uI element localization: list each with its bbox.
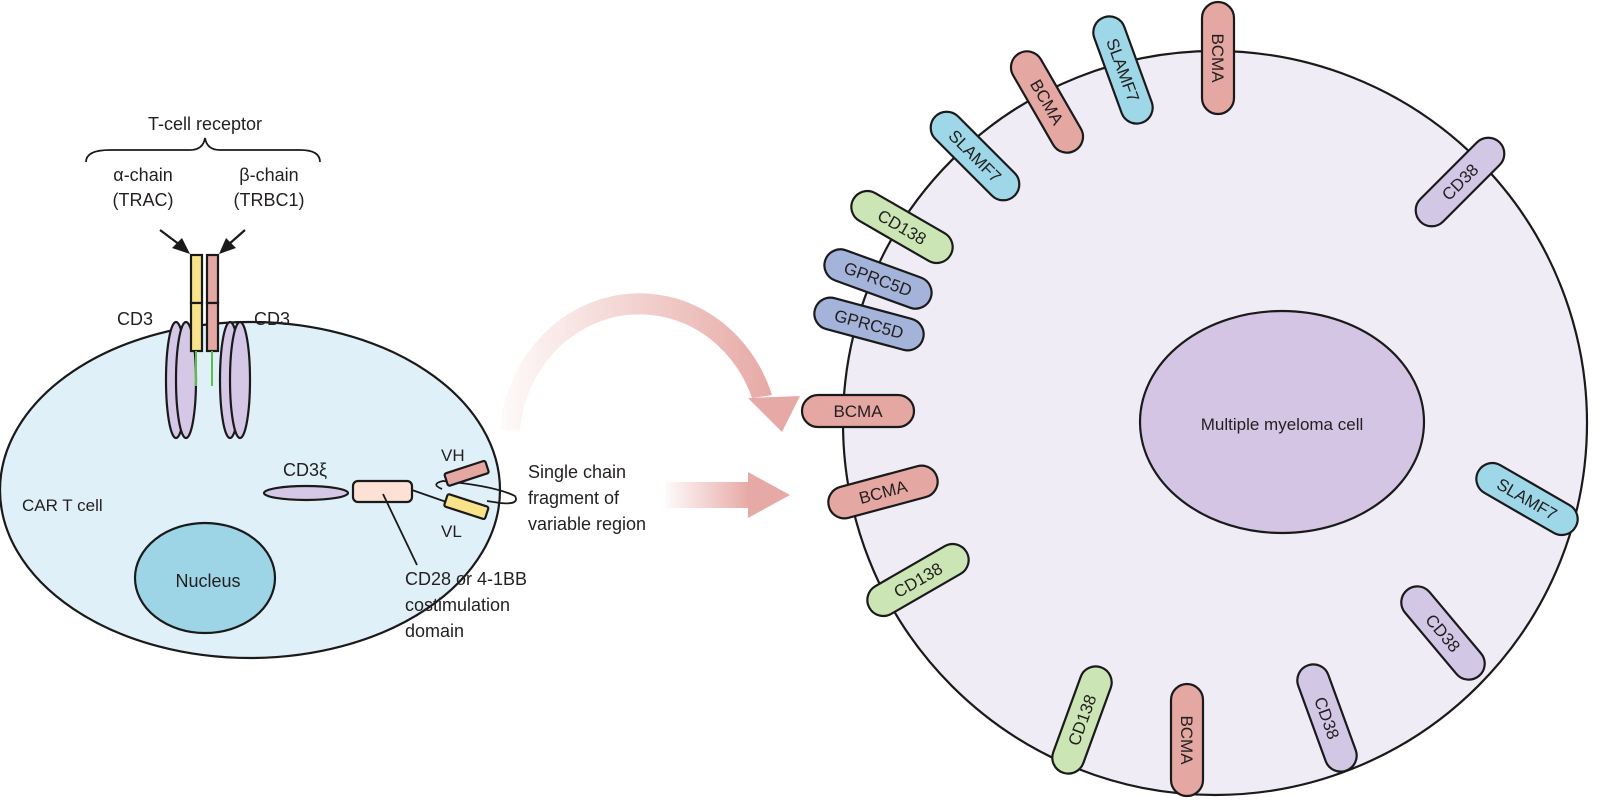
costim-label-line3: domain [405,621,464,641]
straight-targeting-arrow [665,472,790,518]
costim-label-line2: costimulation [405,595,510,615]
tcr-title: T-cell receptor [148,114,262,134]
beta-chain-gene: (TRBC1) [234,190,305,210]
curved-targeting-arrow [500,293,800,432]
antigen-capsule [1009,50,1085,154]
antigen-label: BCMA [1177,715,1196,765]
vh-domain [443,459,490,487]
costim-label-line1: CD28 or 4-1BB [405,569,527,589]
antigen-capsule [929,110,1021,202]
car-t-cell-label: CAR T cell [22,496,103,515]
antigen-capsule [1296,663,1358,773]
cd3-zeta-label: CD3ξ [283,460,327,480]
antigen-capsule [813,296,925,352]
antigen-layer: BCMASLAMF7BCMASLAMF7CD138GPRC5DGPRC5DBCM… [800,0,1579,798]
costimulation-domain [351,479,414,504]
antigen-capsule [1400,585,1486,681]
antigen-capsule [827,464,939,520]
cd3-zeta-domain [262,484,350,502]
scfv-label-line3: variable region [528,514,646,534]
alpha-chain-label: α-chain [113,165,172,185]
antigen-label: BCMA [1208,33,1227,83]
antigen-bcma: BCMA [800,393,916,429]
tcr-brace [85,137,321,163]
antigen-bcma: BCMA [1200,0,1236,116]
antigen-bcma: BCMA [1169,682,1205,798]
antigen-cd138: CD138 [866,542,970,618]
beta-chain-label: β-chain [239,165,298,185]
antigen-capsule [1475,461,1579,537]
alpha-chain-gene: (TRAC) [113,190,174,210]
tcr-beta-chain [205,253,220,386]
antigen-capsule [1414,136,1506,228]
antigen-capsule [800,393,916,429]
vl-label: VL [441,522,462,541]
scfv-label-line2: fragment of [528,488,620,508]
antigen-capsule [1169,682,1205,798]
costim-leader-line [382,493,418,566]
antigen-bcma: BCMA [827,464,939,520]
alpha-pointer-arrow [159,229,190,254]
antigen-capsule [1200,0,1236,116]
antigen-capsule [1092,15,1154,125]
cd3-left-label: CD3 [117,309,153,329]
myeloma-cell-label: Multiple myeloma cell [1201,415,1364,434]
beta-pointer-arrow [219,229,246,254]
antigen-label: BCMA [833,402,883,421]
antigen-cd138: CD138 [1051,665,1113,775]
vl-domain [443,493,490,521]
nucleus-label: Nucleus [175,571,240,591]
vh-label: VH [441,446,465,465]
tcr-alpha-chain [189,253,204,386]
t-cell-nucleus [133,521,277,635]
antigen-capsule [823,248,933,310]
scfv-label-line1: Single chain [528,462,626,482]
cd3-right-label: CD3 [254,309,290,329]
antigen-capsule [866,542,970,618]
myeloma-nucleus [1138,309,1426,535]
antigen-capsule [1051,665,1113,775]
antigen-capsule [850,189,954,265]
cd3-right-complex [218,320,252,440]
antigen-slamf7: SLAMF7 [1092,15,1154,125]
antigen-cd38: CD38 [1400,585,1486,681]
antigen-cd38: CD38 [1296,663,1358,773]
